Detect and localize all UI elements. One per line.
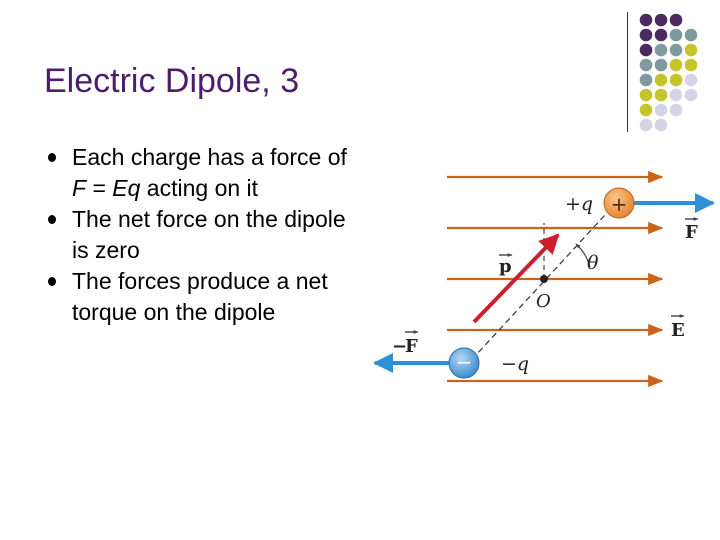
force-label: F	[685, 222, 698, 243]
decorative-divider-line	[627, 12, 628, 132]
decorative-dot	[669, 28, 683, 42]
plus-q-label: +q	[565, 193, 593, 215]
p-label: p	[499, 256, 512, 277]
decorative-dot	[654, 58, 668, 72]
negative-force-label: − F	[392, 330, 419, 357]
decorative-dot	[684, 58, 698, 72]
dipole-moment-label: p	[499, 253, 513, 277]
decorative-dot	[639, 28, 653, 42]
decorative-dot	[669, 13, 683, 27]
decorative-dot	[684, 28, 698, 42]
field-label: E	[671, 320, 685, 341]
field-vector-label: E	[671, 314, 685, 341]
dipole-axis-dashed	[464, 201, 618, 368]
force-vector-label: F	[685, 217, 699, 243]
bullet-dot-icon	[48, 153, 56, 162]
decorative-dot	[669, 43, 683, 57]
decorative-dot-grid	[639, 13, 698, 132]
decorative-dot	[639, 13, 653, 27]
decorative-dot	[669, 73, 683, 87]
minus-sign: −	[456, 350, 473, 374]
bullet-list: Each charge has a force of F = Eq acting…	[48, 142, 348, 328]
negative-charge: −	[448, 347, 480, 379]
minus-q-label: −q	[501, 353, 529, 375]
decorative-dot	[639, 103, 653, 117]
dipole-diagram: + − +q F p θ O E − F −q	[373, 170, 715, 388]
slide-title: Electric Dipole, 3	[44, 62, 300, 100]
neg-force-minus: −	[392, 336, 407, 357]
bullet-dot-icon	[48, 277, 56, 286]
dipole-center-dot	[540, 275, 548, 283]
decorative-dot	[654, 118, 668, 132]
theta-label: θ	[587, 252, 599, 274]
theta-arc	[575, 243, 591, 268]
dipole-moment-arrow	[472, 233, 560, 324]
decorative-dot	[639, 43, 653, 57]
decorative-dot	[639, 118, 653, 132]
positive-charge: +	[603, 187, 635, 219]
electric-field-lines	[447, 170, 664, 388]
decorative-dot	[654, 73, 668, 87]
eq-symbol: Eq	[112, 175, 141, 201]
decorative-dot	[684, 88, 698, 102]
decorative-dot	[654, 43, 668, 57]
bullet-text: The net force on the dipole is zero	[72, 206, 346, 263]
decorative-dot	[639, 58, 653, 72]
plus-sign: +	[611, 192, 628, 216]
force-symbol: F	[72, 175, 87, 201]
decorative-dot	[684, 43, 698, 57]
bullet-item-2: The net force on the dipole is zero	[48, 204, 348, 266]
origin-label: O	[536, 291, 551, 312]
bullet-text: Each charge has a force of F = Eq acting…	[72, 144, 347, 201]
bullet-item-1: Each charge has a force of F = Eq acting…	[48, 142, 348, 204]
decorative-dot	[639, 88, 653, 102]
decorative-dot	[639, 73, 653, 87]
decorative-dot	[684, 73, 698, 87]
decorative-dot	[669, 58, 683, 72]
decorative-dot	[669, 88, 683, 102]
bullet-dot-icon	[48, 215, 56, 224]
decorative-dot	[654, 88, 668, 102]
bullet-text: The forces produce a net torque on the d…	[72, 268, 328, 325]
bullet-item-3: The forces produce a net torque on the d…	[48, 266, 348, 328]
decorative-dot	[654, 13, 668, 27]
neg-force-letter: F	[405, 336, 418, 357]
decorative-dot	[669, 103, 683, 117]
decorative-dot	[654, 103, 668, 117]
decorative-dot	[654, 28, 668, 42]
